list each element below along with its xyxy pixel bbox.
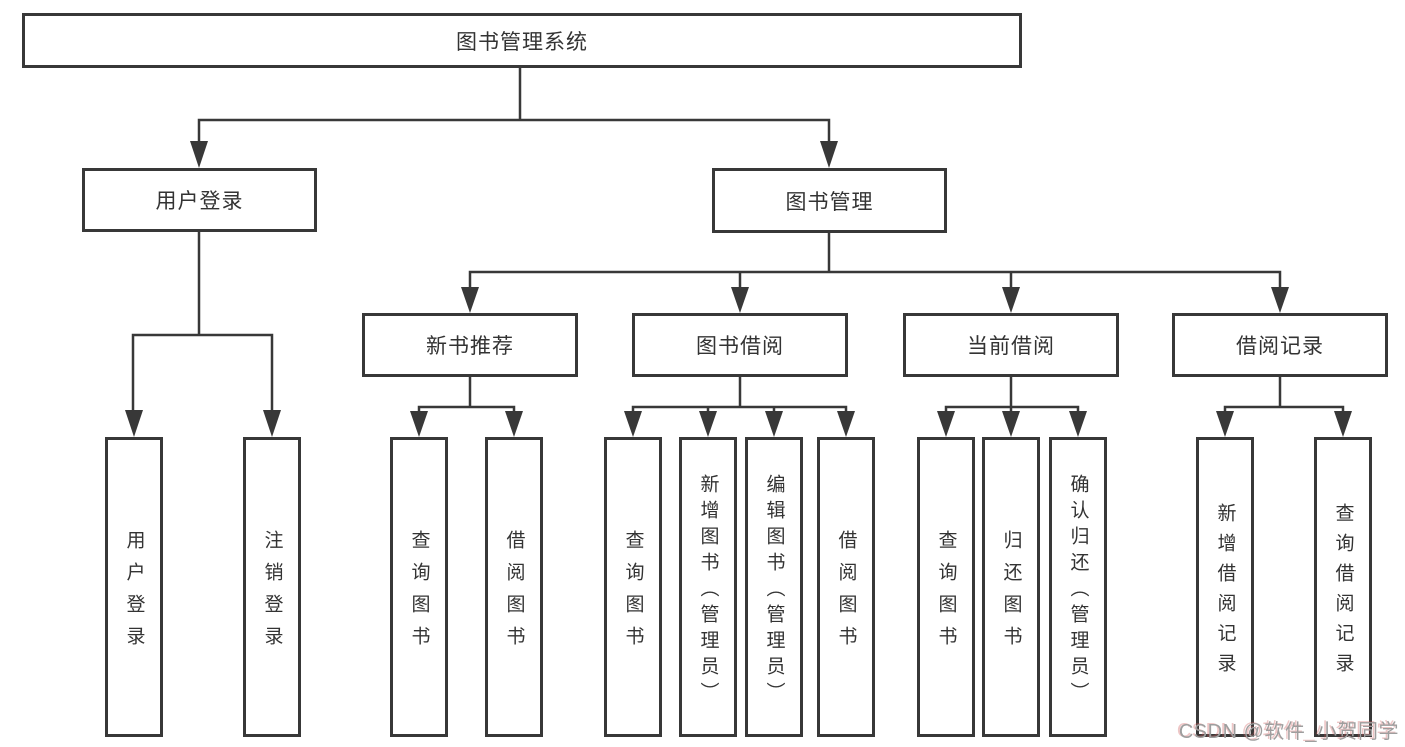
node-label: 借阅图书 [835, 529, 857, 658]
node-borrow-records: 借阅记录 [1172, 313, 1388, 377]
node-new-book-recommend: 新书推荐 [362, 313, 578, 377]
node-label: 编辑图书（管理员） [763, 473, 785, 708]
leaf-borrow-books: 借阅图书 [817, 437, 875, 737]
watermark: CSDN @软件_小贺同学 [1178, 721, 1399, 743]
leaf-logout: 注销登录 [243, 437, 301, 737]
node-library-management-system: 图书管理系统 [22, 13, 1022, 68]
leaf-query-books-current: 查询图书 [917, 437, 975, 737]
node-label: 借阅图书 [503, 529, 525, 658]
node-label: 查询图书 [408, 529, 430, 658]
node-label: 确认归还（管理员） [1067, 473, 1089, 708]
leaf-confirm-return-admin: 确认归还（管理员） [1049, 437, 1107, 737]
node-label: 查询图书 [622, 529, 644, 658]
leaf-query-books-borrow: 查询图书 [604, 437, 662, 737]
node-label: 图书借阅 [696, 335, 784, 358]
node-book-borrow: 图书借阅 [632, 313, 848, 377]
node-label: 图书管理系统 [456, 30, 588, 54]
node-label: 当前借阅 [967, 335, 1055, 358]
leaf-borrow-books-recommend: 借阅图书 [485, 437, 543, 737]
node-label: 借阅记录 [1236, 335, 1324, 358]
node-label: 用户登录 [155, 190, 244, 213]
leaf-add-books-admin: 新增图书（管理员） [679, 437, 737, 737]
node-label: 用户登录 [123, 529, 145, 658]
node-current-borrow: 当前借阅 [903, 313, 1119, 377]
node-book-management: 图书管理 [712, 168, 947, 233]
node-label: 归还图书 [1000, 529, 1022, 658]
leaf-query-borrow-record: 查询借阅记录 [1314, 437, 1372, 737]
node-label: 图书管理 [785, 190, 874, 214]
leaf-user-login: 用户登录 [105, 437, 163, 737]
leaf-query-books-recommend: 查询图书 [390, 437, 448, 737]
node-label: 新增借阅记录 [1214, 502, 1236, 683]
node-label: 查询图书 [935, 529, 957, 658]
leaf-return-books: 归还图书 [982, 437, 1040, 737]
node-label: 注销登录 [261, 529, 283, 658]
node-label: 查询借阅记录 [1332, 502, 1354, 683]
leaf-add-borrow-record: 新增借阅记录 [1196, 437, 1254, 737]
leaf-edit-books-admin: 编辑图书（管理员） [745, 437, 803, 737]
node-user-login: 用户登录 [82, 168, 317, 232]
node-label: 新书推荐 [426, 335, 514, 358]
node-label: 新增图书（管理员） [697, 473, 719, 708]
